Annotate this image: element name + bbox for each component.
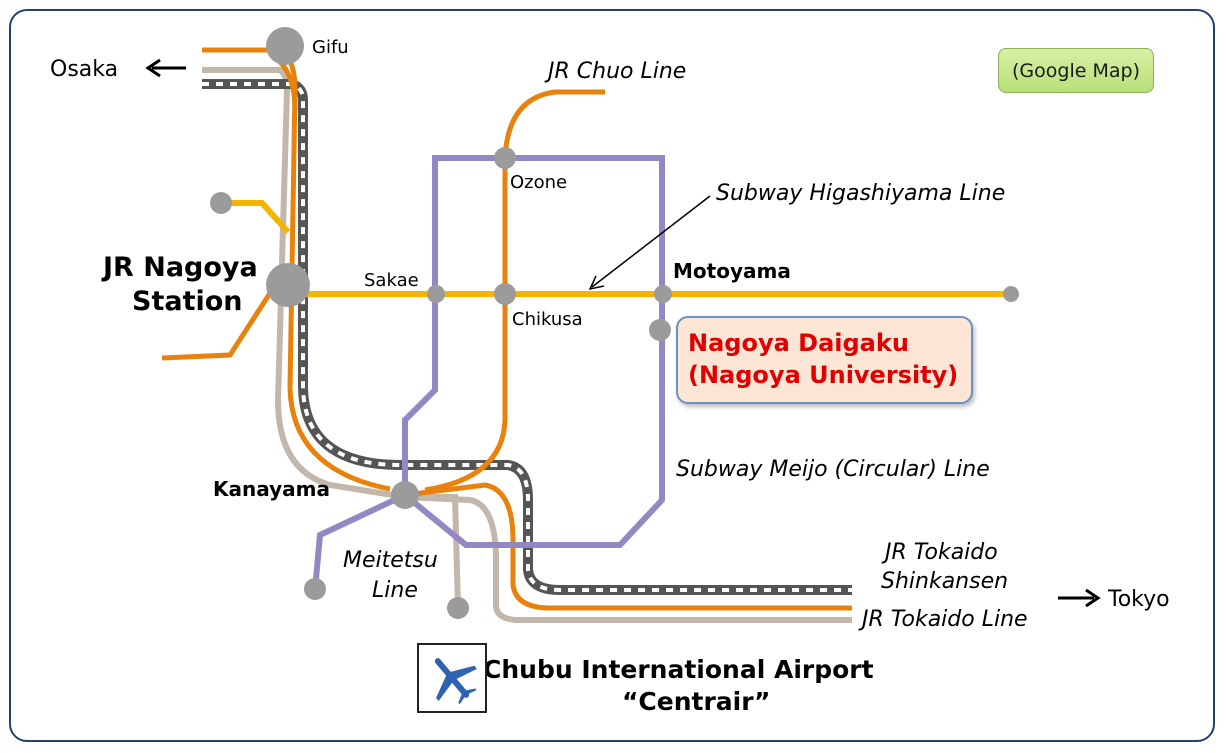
city-osaka: Osaka [50, 57, 118, 82]
line-label-meijo-prefix: Subway Meijo ( [676, 457, 845, 482]
arrow-left-icon [145, 58, 186, 78]
line-label-meijo: Subway Meijo (Circular) Line [676, 457, 990, 482]
jr-chuo-line [424, 89, 605, 493]
line-label-shinkansen-1: JR Tokaido [881, 540, 998, 565]
city-tokyo: Tokyo [1107, 587, 1170, 612]
jr-line-southwest [161, 288, 275, 361]
line-label-tokaido: JR Tokaido Line [858, 607, 1028, 632]
line-label-chuo: JR Chuo Line [544, 59, 686, 84]
pointer-arrow-icon [588, 195, 711, 291]
station-east-terminal[interactable] [1003, 286, 1019, 302]
meitetsu-line-main [202, 67, 406, 500]
line-label-meijo-paren: Circular [843, 457, 930, 482]
station-label-nagoya-2: Station [132, 286, 243, 317]
higashiyama-branch-north [221, 200, 291, 235]
nagoya-university-callout[interactable]: Nagoya Daigaku (Nagoya University) [676, 316, 973, 404]
station-label-chikusa: Chikusa [512, 309, 583, 330]
station-motoyama[interactable] [654, 285, 672, 303]
station-meitetsu-south[interactable] [304, 578, 326, 600]
station-airport-line[interactable] [447, 597, 469, 619]
station-west-branch[interactable] [210, 192, 232, 214]
meitetsu-line-east [404, 494, 852, 623]
line-label-higashiyama: Subway Higashiyama Line [716, 181, 1005, 206]
station-label-kanayama: Kanayama [213, 477, 330, 501]
jr-tokaido-line [404, 482, 852, 611]
airport-label-2: “Centrair” [622, 687, 770, 716]
station-gifu[interactable] [266, 27, 304, 65]
university-name-line1: Nagoya Daigaku [688, 329, 909, 357]
station-kanayama[interactable] [391, 481, 419, 509]
meitetsu-purple-branch [312, 492, 407, 591]
station-sakae[interactable] [427, 285, 445, 303]
station-nagoya-daigaku[interactable] [649, 319, 671, 341]
line-label-meitetsu-2: Line [372, 578, 418, 603]
line-label-meitetsu-1: Meitetsu [343, 548, 438, 573]
station-nagoya[interactable] [266, 263, 310, 307]
station-label-gifu: Gifu [312, 37, 349, 58]
station-label-motoyama: Motoyama [673, 259, 791, 283]
line-label-shinkansen-2: Shinkansen [881, 569, 1008, 594]
station-label-sakae: Sakae [364, 270, 419, 291]
university-name-line2: (Nagoya University) [688, 361, 959, 389]
station-ozone[interactable] [494, 147, 516, 169]
google-map-button[interactable]: (Google Map) [998, 48, 1154, 93]
line-label-meijo-suffix: ) Line [926, 457, 989, 482]
airport-label-1: Chubu International Airport [483, 655, 874, 684]
arrow-right-icon [1058, 588, 1101, 608]
station-label-ozone: Ozone [510, 172, 567, 193]
station-chikusa[interactable] [494, 283, 516, 305]
shinkansen-line-casing [202, 79, 852, 595]
station-label-nagoya-1: JR Nagoya [101, 252, 258, 283]
airplane-icon[interactable] [417, 643, 487, 713]
meijo-line [402, 155, 665, 548]
